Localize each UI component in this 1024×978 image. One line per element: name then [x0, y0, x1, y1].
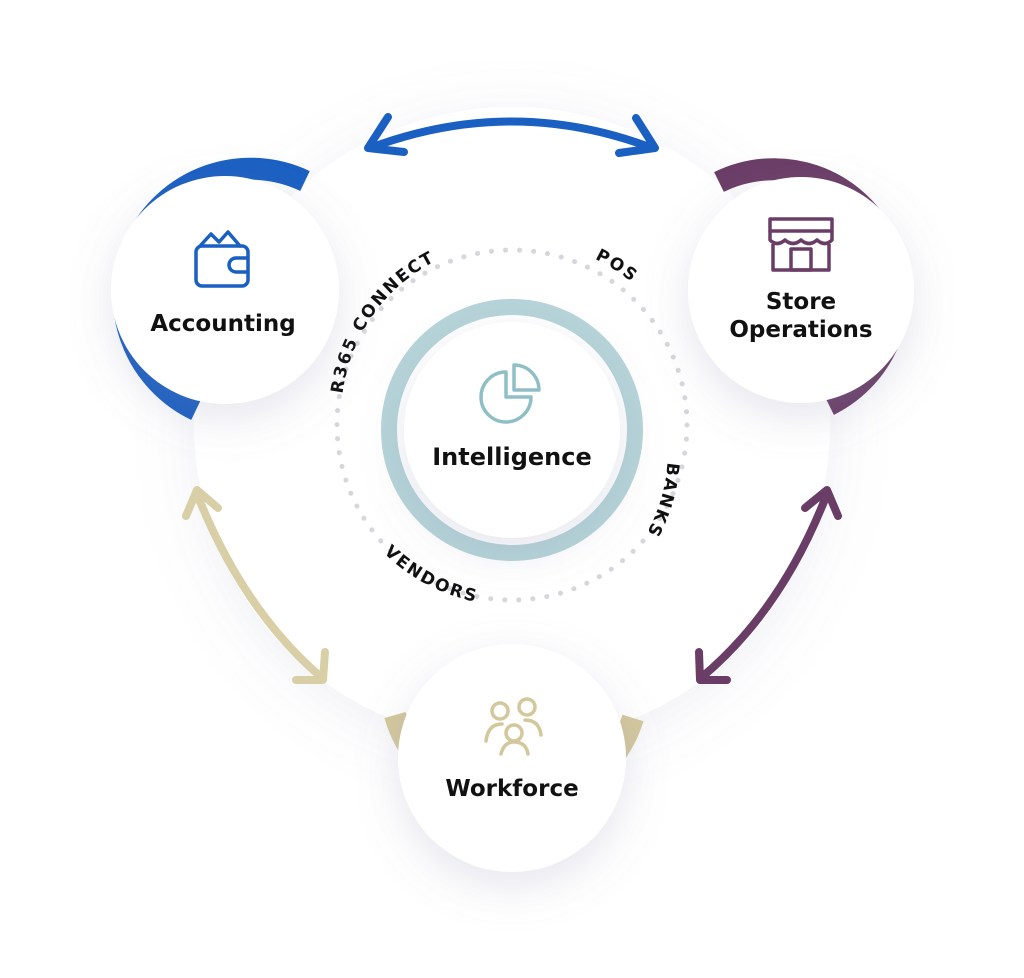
store-operations-node[interactable]: Store Operations: [688, 158, 914, 415]
arrow-accounting-store: [364, 113, 659, 157]
workforce-label: Workforce: [445, 776, 578, 802]
workforce-node[interactable]: Workforce: [384, 644, 644, 872]
store-operations-label-line1: Store: [766, 289, 836, 315]
accounting-node[interactable]: Accounting: [111, 157, 339, 420]
wallet-icon: [194, 230, 250, 288]
store-operations-label-line2: Operations: [729, 317, 872, 343]
arrow-store-workforce: [695, 486, 842, 684]
storefront-icon: [768, 217, 834, 272]
accounting-label: Accounting: [150, 311, 295, 337]
dotted-connection-ring: [334, 247, 690, 603]
intelligence-node[interactable]: Intelligence: [381, 299, 643, 561]
intelligence-label: Intelligence: [432, 443, 592, 471]
people-group-icon: [484, 697, 543, 756]
pie-chart-icon: [479, 363, 541, 424]
arrow-accounting-workforce: [182, 486, 329, 684]
